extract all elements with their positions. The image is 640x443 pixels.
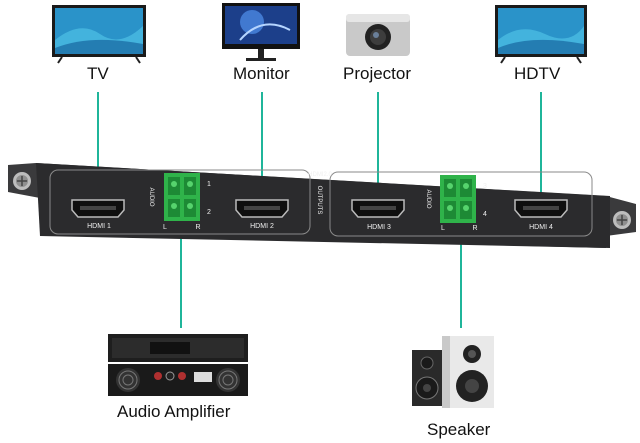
monitor-image	[222, 3, 300, 61]
projector-image	[346, 14, 410, 56]
amplifier-label: Audio Amplifier	[117, 402, 231, 421]
hdmi-port-4	[514, 199, 568, 218]
right-l-label: L	[441, 225, 445, 232]
left-r-label: R	[195, 224, 200, 231]
tv-label: TV	[87, 64, 109, 83]
right-screw	[613, 211, 631, 229]
speaker-label: Speaker	[427, 420, 491, 439]
speaker-image	[412, 336, 494, 408]
tv-image	[52, 5, 146, 64]
port-label-hdmi1: HDMI 1	[87, 223, 111, 230]
projector-label: Projector	[343, 64, 412, 83]
hdmi-port-1	[71, 199, 125, 218]
monitor-label: Monitor	[233, 64, 290, 83]
audio-channel-4: 4	[483, 211, 487, 218]
audio-terminal-right	[440, 175, 476, 223]
amplifier-image	[108, 334, 248, 396]
audio-channel-1: 1	[207, 181, 211, 188]
audio-channel-2: 2	[207, 209, 211, 216]
audio-channel-3: 3	[483, 183, 487, 190]
hdtv-image	[495, 5, 587, 64]
hdmi-version-label: HDMI2.0	[308, 172, 332, 178]
audio-label-right: AUDIO	[425, 189, 431, 208]
hdtv-label: HDTV	[514, 64, 561, 83]
hdmi-port-3	[351, 199, 405, 218]
port-label-hdmi4: HDMI 4	[529, 224, 553, 231]
hdmi-port-2	[235, 199, 289, 218]
port-label-hdmi2: HDMI 2	[250, 223, 274, 230]
right-r-label: R	[472, 225, 477, 232]
left-screw	[13, 172, 31, 190]
audio-terminal-left	[164, 173, 200, 221]
left-l-label: L	[163, 224, 167, 231]
panel-left	[49, 169, 311, 235]
audio-label-left: AUDIO	[148, 187, 154, 206]
port-label-hdmi3: HDMI 3	[367, 224, 391, 231]
panel-right	[329, 171, 593, 237]
outputs-label: OUTPUTS	[316, 186, 322, 215]
